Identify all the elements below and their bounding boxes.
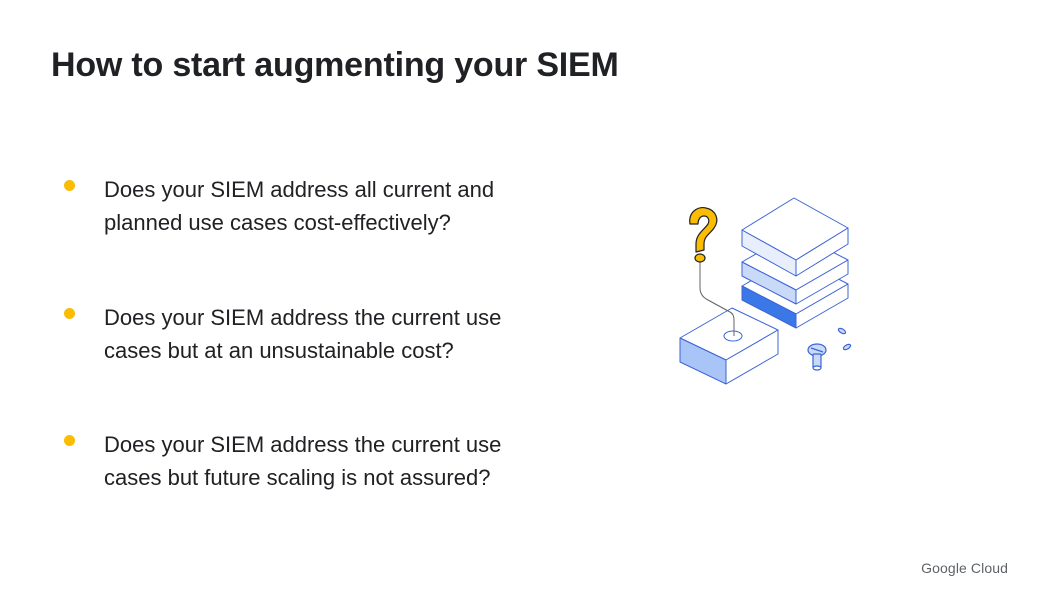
bullet-text: Does your SIEM address the current use c…: [104, 301, 564, 367]
bullet-dot: [64, 180, 75, 191]
screw-icon: [807, 327, 852, 371]
question-mark-icon: [689, 207, 718, 263]
bullet-text: Does your SIEM address all current and p…: [104, 173, 564, 239]
bullet-dot: [64, 308, 75, 319]
cable-line: [699, 262, 735, 336]
bullet-text-line: Does your SIEM address the current use: [104, 432, 502, 457]
bullet-text-line: cases but at an unsustainable cost?: [104, 338, 454, 363]
bullet-text-line: Does your SIEM address all current and: [104, 177, 495, 202]
platform-block-icon: [679, 307, 779, 385]
bullet-list: Does your SIEM address all current and p…: [64, 173, 564, 494]
bullet-text-line: planned use cases cost-effectively?: [104, 210, 451, 235]
siem-illustration: [679, 197, 852, 385]
slide-title: How to start augmenting your SIEM: [51, 46, 619, 84]
bullet-text-line: cases but future scaling is not assured?: [104, 465, 491, 490]
stacked-layers-icon: [741, 197, 849, 329]
bullet-dot: [64, 435, 75, 446]
bullet-text: Does your SIEM address the current use c…: [104, 428, 564, 494]
google-cloud-logo: Google Cloud: [921, 560, 1008, 576]
bullet-text-line: Does your SIEM address the current use: [104, 305, 502, 330]
